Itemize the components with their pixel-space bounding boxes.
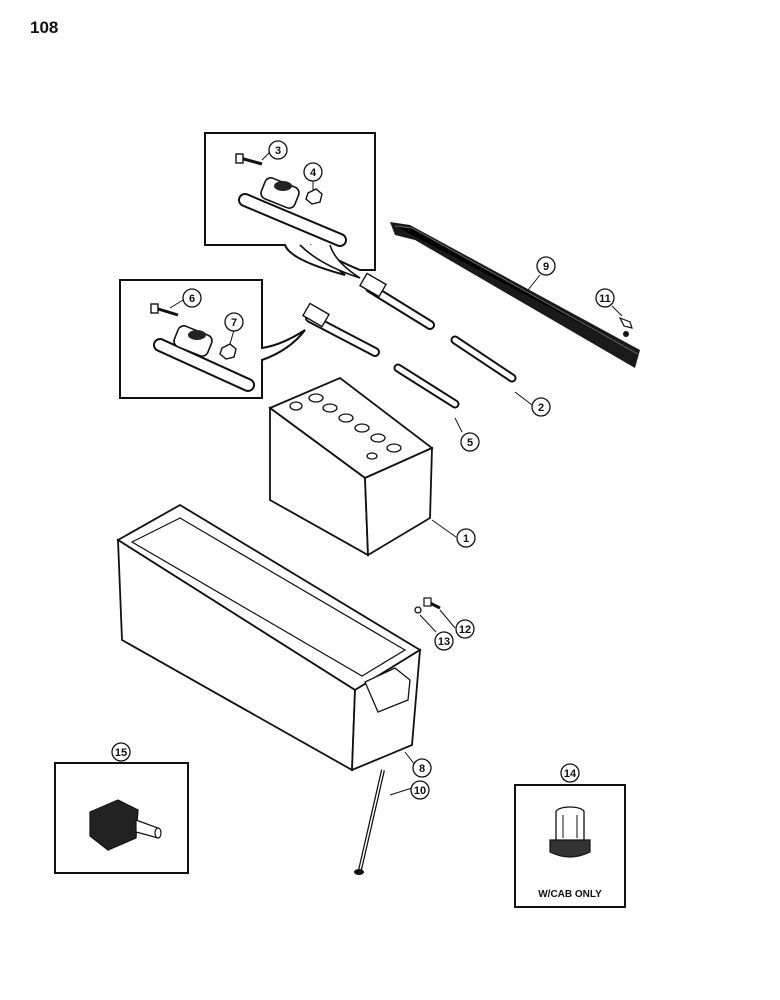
detail-box-positive-clamp — [204, 132, 376, 279]
callout-7: 7 — [224, 312, 244, 332]
detail-box-negative-clamp — [119, 279, 306, 399]
callout-8: 8 — [412, 758, 432, 778]
wing-nut — [618, 316, 633, 337]
svg-text:9: 9 — [543, 261, 549, 273]
callout-5: 5 — [460, 432, 480, 452]
bolt-and-washer — [414, 597, 441, 614]
callout-12: 12 — [455, 619, 475, 639]
callout-1: 1 — [456, 528, 476, 548]
battery — [268, 376, 434, 557]
battery-cables — [302, 272, 517, 409]
hold-down-strap — [390, 222, 640, 368]
svg-text:5: 5 — [467, 437, 473, 449]
callout-15: 15 — [111, 742, 131, 762]
cab-lamp-box: W/CAB ONLY — [514, 784, 626, 908]
cab-only-note: W/CAB ONLY — [538, 889, 602, 900]
hold-down-rod — [354, 769, 385, 875]
svg-text:13: 13 — [438, 636, 450, 648]
callout-9: 9 — [536, 256, 556, 276]
callout-13: 13 — [434, 631, 454, 651]
svg-text:2: 2 — [538, 402, 544, 414]
svg-text:7: 7 — [231, 317, 237, 329]
svg-text:14: 14 — [564, 768, 577, 780]
callout-10: 10 — [410, 780, 430, 800]
page-number: 108 — [30, 18, 59, 37]
svg-text:1: 1 — [463, 533, 469, 545]
svg-text:11: 11 — [599, 293, 611, 305]
callout-6: 6 — [182, 288, 202, 308]
svg-text:10: 10 — [414, 785, 426, 797]
callout-2: 2 — [531, 397, 551, 417]
svg-text:15: 15 — [115, 747, 127, 759]
svg-text:4: 4 — [310, 167, 317, 179]
svg-text:8: 8 — [419, 763, 425, 775]
callout-4: 4 — [303, 162, 323, 182]
svg-text:3: 3 — [275, 145, 281, 157]
callout-3: 3 — [268, 140, 288, 160]
callout-11: 11 — [595, 288, 615, 308]
svg-text:12: 12 — [459, 624, 471, 636]
svg-text:6: 6 — [189, 293, 195, 305]
terminal-cover-box — [54, 762, 189, 874]
callout-14: 14 — [560, 763, 580, 783]
battery-box — [116, 503, 422, 772]
leader-lines — [169, 151, 623, 796]
